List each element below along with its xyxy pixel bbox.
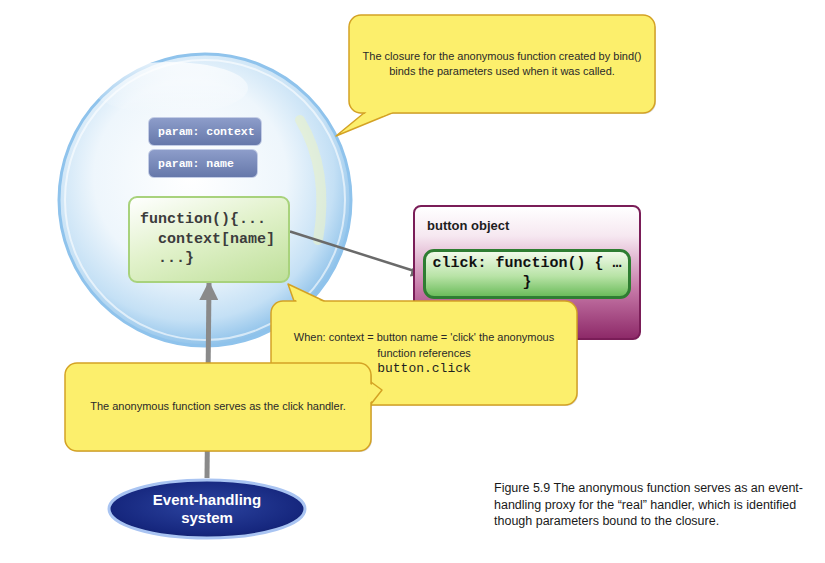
node-text: The closure for the anonymous function c…	[360, 49, 644, 79]
callout-tail	[371, 382, 382, 404]
system-ellipse-outline	[109, 480, 305, 538]
callout-join	[367, 383, 372, 405]
callout-join	[296, 299, 327, 304]
callout-shape	[348, 14, 656, 114]
node-text: When: context = button name = 'click' th…	[282, 330, 566, 360]
node-text: Event-handling system	[137, 491, 277, 527]
figure-caption: Figure 5.9 The anonymous function serves…	[494, 480, 814, 530]
property-box: click: function() { … }	[423, 249, 631, 299]
note-callout: The closure for the anonymous function c…	[348, 14, 656, 114]
node-text: The anonymous function serves as the cli…	[76, 399, 360, 414]
closure-bubble	[59, 54, 351, 346]
node-text: function(){... context[name] ...}	[140, 210, 280, 269]
param-box: param: name	[148, 149, 258, 178]
callout-join	[363, 111, 395, 116]
note-callout: The anonymous function serves as the cli…	[64, 362, 372, 452]
function-box: function(){... context[name] ...}	[128, 196, 290, 283]
node-text: click: function() { … }	[432, 255, 622, 293]
node-text: button object	[415, 207, 639, 233]
system-ellipse: Event-handling system	[107, 478, 307, 540]
node-text: param: context	[158, 125, 255, 138]
bubble-rim	[65, 60, 345, 340]
callout-body	[65, 363, 371, 451]
connector-arrow	[290, 232, 423, 274]
callout-body	[349, 15, 655, 113]
bubble-reflection	[300, 120, 321, 240]
param-box: param: context	[148, 117, 262, 146]
bubble-highlight	[92, 62, 248, 114]
callout-tail	[288, 284, 324, 301]
node-text: param: name	[158, 157, 234, 170]
callout-tail	[336, 113, 392, 136]
